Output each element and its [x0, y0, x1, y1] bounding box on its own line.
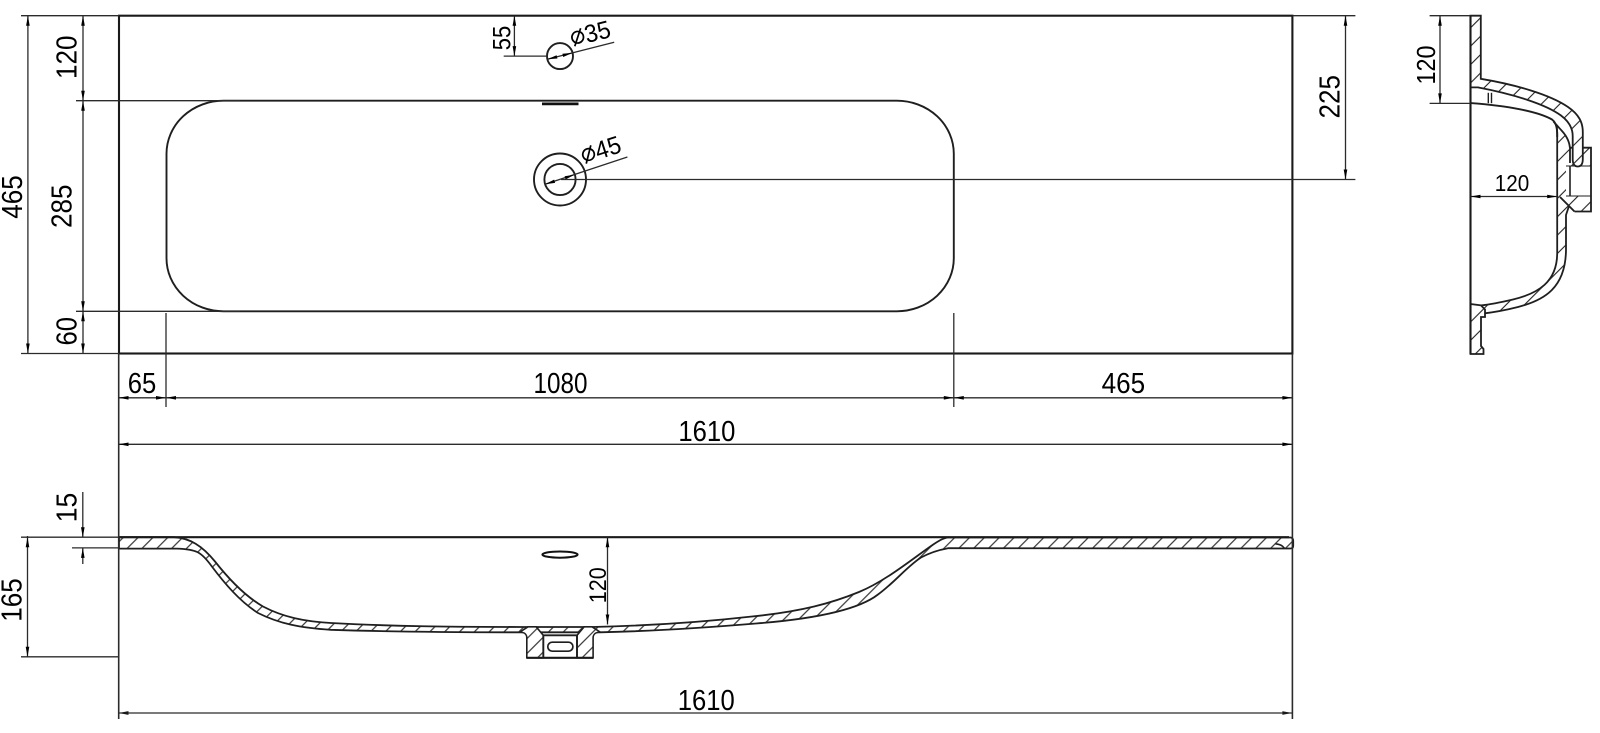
svg-text:1610: 1610: [678, 416, 735, 448]
svg-text:120: 120: [1411, 46, 1441, 85]
svg-text:65: 65: [128, 368, 157, 400]
svg-text:120: 120: [585, 567, 612, 603]
svg-text:120: 120: [1495, 170, 1530, 196]
svg-text:285: 285: [46, 184, 78, 228]
svg-text:55: 55: [489, 26, 517, 51]
svg-text:120: 120: [52, 36, 84, 80]
svg-text:225: 225: [1314, 75, 1346, 119]
svg-text:1080: 1080: [534, 368, 588, 400]
svg-text:165: 165: [0, 578, 28, 622]
svg-text:465: 465: [0, 175, 29, 219]
svg-text:1610: 1610: [678, 685, 735, 717]
svg-text:465: 465: [1102, 368, 1146, 400]
svg-text:60: 60: [52, 317, 84, 346]
svg-text:15: 15: [51, 493, 83, 523]
